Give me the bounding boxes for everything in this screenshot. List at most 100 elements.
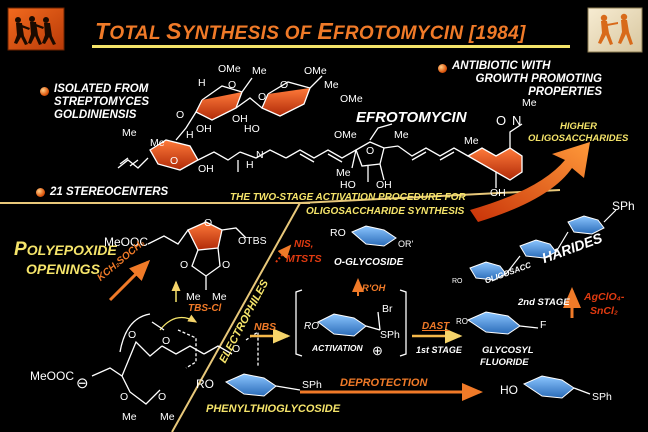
ro-activation: RO <box>304 321 319 332</box>
atom-label: N <box>256 149 264 161</box>
atom-label: Me <box>522 97 537 109</box>
atom-label: O <box>232 343 241 355</box>
atom-label: Me <box>336 167 351 179</box>
bullet-dot <box>36 188 45 197</box>
polyepoxide-heading-2: OPENINGS <box>26 261 100 277</box>
atom-label: O <box>228 79 237 91</box>
two-stage-heading-2: OLIGOSACCHARIDE SYNTHESIS <box>306 206 465 217</box>
runners-image-right <box>587 7 643 53</box>
atom-label: HO <box>244 123 260 135</box>
atom-label: Me <box>150 137 165 149</box>
atom-label: Me <box>122 127 137 139</box>
atom-label: OH <box>376 179 392 191</box>
section-dividers <box>0 189 561 432</box>
atom-label: O <box>366 145 375 157</box>
atom-label: OH <box>198 163 214 175</box>
reagent-arrow <box>108 259 151 302</box>
second-stage-label: 2nd STAGE <box>518 297 570 308</box>
ro-bottom: RO <box>196 377 214 391</box>
o-glycoside-label: O-GLYCOSIDE <box>334 257 404 268</box>
tbscl-label: TBS-Cl <box>188 303 222 314</box>
fluoride-label: FLUORIDE <box>480 357 529 368</box>
atom-label: Me <box>394 129 409 141</box>
first-stage-label: 1st STAGE <box>416 345 462 355</box>
page-title: TOTAL SYNTHESIS OF EFROTOMYCIN [1984] <box>95 18 526 44</box>
sph-top: SPh <box>612 199 635 213</box>
or-glyco: OR' <box>398 239 414 249</box>
atom-label: O <box>120 391 129 403</box>
polyepoxide-heading: POLYEPOXIDE <box>14 239 117 260</box>
meooc-bottom: MeOOC <box>30 369 75 383</box>
f-label: F <box>540 319 547 331</box>
atom-label: OMe <box>304 65 327 77</box>
atom-label: O <box>258 91 267 103</box>
atom-label: N <box>512 113 522 128</box>
runners-image-left <box>7 7 65 51</box>
polyepoxide-structures <box>91 221 259 405</box>
nbs-label: NBS <box>254 321 277 333</box>
deprotection-label: DEPROTECTION <box>340 377 428 389</box>
process-arrows <box>250 244 581 401</box>
atom-label: O <box>170 155 179 167</box>
atom-label: OMe <box>334 129 357 141</box>
sph-activation: SPh <box>380 329 400 341</box>
mtsts-label: MTSTS <box>286 253 322 265</box>
atom-label: H <box>246 159 254 171</box>
bullet-dot <box>40 87 49 96</box>
molecule-name: EFROTOMYCIN <box>356 109 467 126</box>
atom-label: Me <box>122 411 137 423</box>
glycosyl-label: GLYCOSYL <box>482 345 534 356</box>
bullet-antibiotic: ANTIBIOTIC WITH GROWTH PROMOTING PROPERT… <box>452 60 602 98</box>
phenylthio-label: PHENYLTHIOGLYCOSIDE <box>206 403 341 415</box>
glycoside-sugars <box>224 209 617 399</box>
bullet-dot <box>438 64 447 73</box>
dast-label: DAST <box>422 321 450 332</box>
atom-label: O <box>162 335 171 347</box>
atom-label: Me <box>464 135 479 147</box>
atom-label: O <box>180 259 189 271</box>
atom-label: H <box>198 77 206 89</box>
ro-glyco: RO <box>330 227 346 239</box>
activation-label: ACTIVATION <box>312 343 363 353</box>
atom-label: O <box>176 109 185 121</box>
nis-label: NIS, <box>294 239 314 250</box>
atom-label: Me <box>324 79 339 91</box>
atom-label: OH <box>196 123 212 135</box>
roh-label: R'OH <box>362 283 386 294</box>
agclo-label: AgClO₄- <box>584 291 625 303</box>
atom-label: OMe <box>218 63 241 75</box>
atom-label: O <box>204 217 213 229</box>
activation-bracket <box>275 289 591 395</box>
atom-label: O <box>280 79 289 91</box>
higher-oligo-label-2: OLIGOSACCHARIDES <box>528 133 629 144</box>
atom-label: OMe <box>340 93 363 105</box>
meooc-top: MeOOC <box>104 235 149 249</box>
efrotomycin-structure <box>117 75 523 188</box>
atom-label: Me <box>212 291 227 303</box>
ro-oligo: RO <box>452 278 463 285</box>
ho-bottom: HO <box>500 383 518 397</box>
sph-bottom: SPh <box>302 379 322 391</box>
cation-symbol: ⊕ <box>372 343 383 358</box>
br-label: Br <box>382 303 393 315</box>
ro-fluoride: RO <box>456 317 468 326</box>
otbs-label: OTBS <box>238 235 267 247</box>
bullet-isolated: ISOLATED FROM STREPTOMYCES GOLDINIENSIS <box>54 83 149 121</box>
atom-label: Me <box>160 411 175 423</box>
atom-label: Me <box>186 291 201 303</box>
two-stage-heading-1: THE TWO-STAGE ACTIVATION PROCEDURE FOR <box>230 192 466 203</box>
bullet-stereocenters: 21 STEREOCENTERS <box>50 186 169 198</box>
title-underline <box>92 45 570 48</box>
atom-label: O <box>128 329 137 341</box>
higher-oligo-label: HIGHER <box>560 121 597 132</box>
atom-label: Me <box>252 65 267 77</box>
atom-label: H <box>186 129 194 141</box>
atom-label: O <box>222 259 231 271</box>
atom-label: OH <box>490 187 506 199</box>
atom-label: HO <box>340 179 356 191</box>
anion-symbol: ⊖ <box>76 375 89 392</box>
sncl-label: SnCl₂ <box>590 305 618 317</box>
atom-label: O <box>158 391 167 403</box>
